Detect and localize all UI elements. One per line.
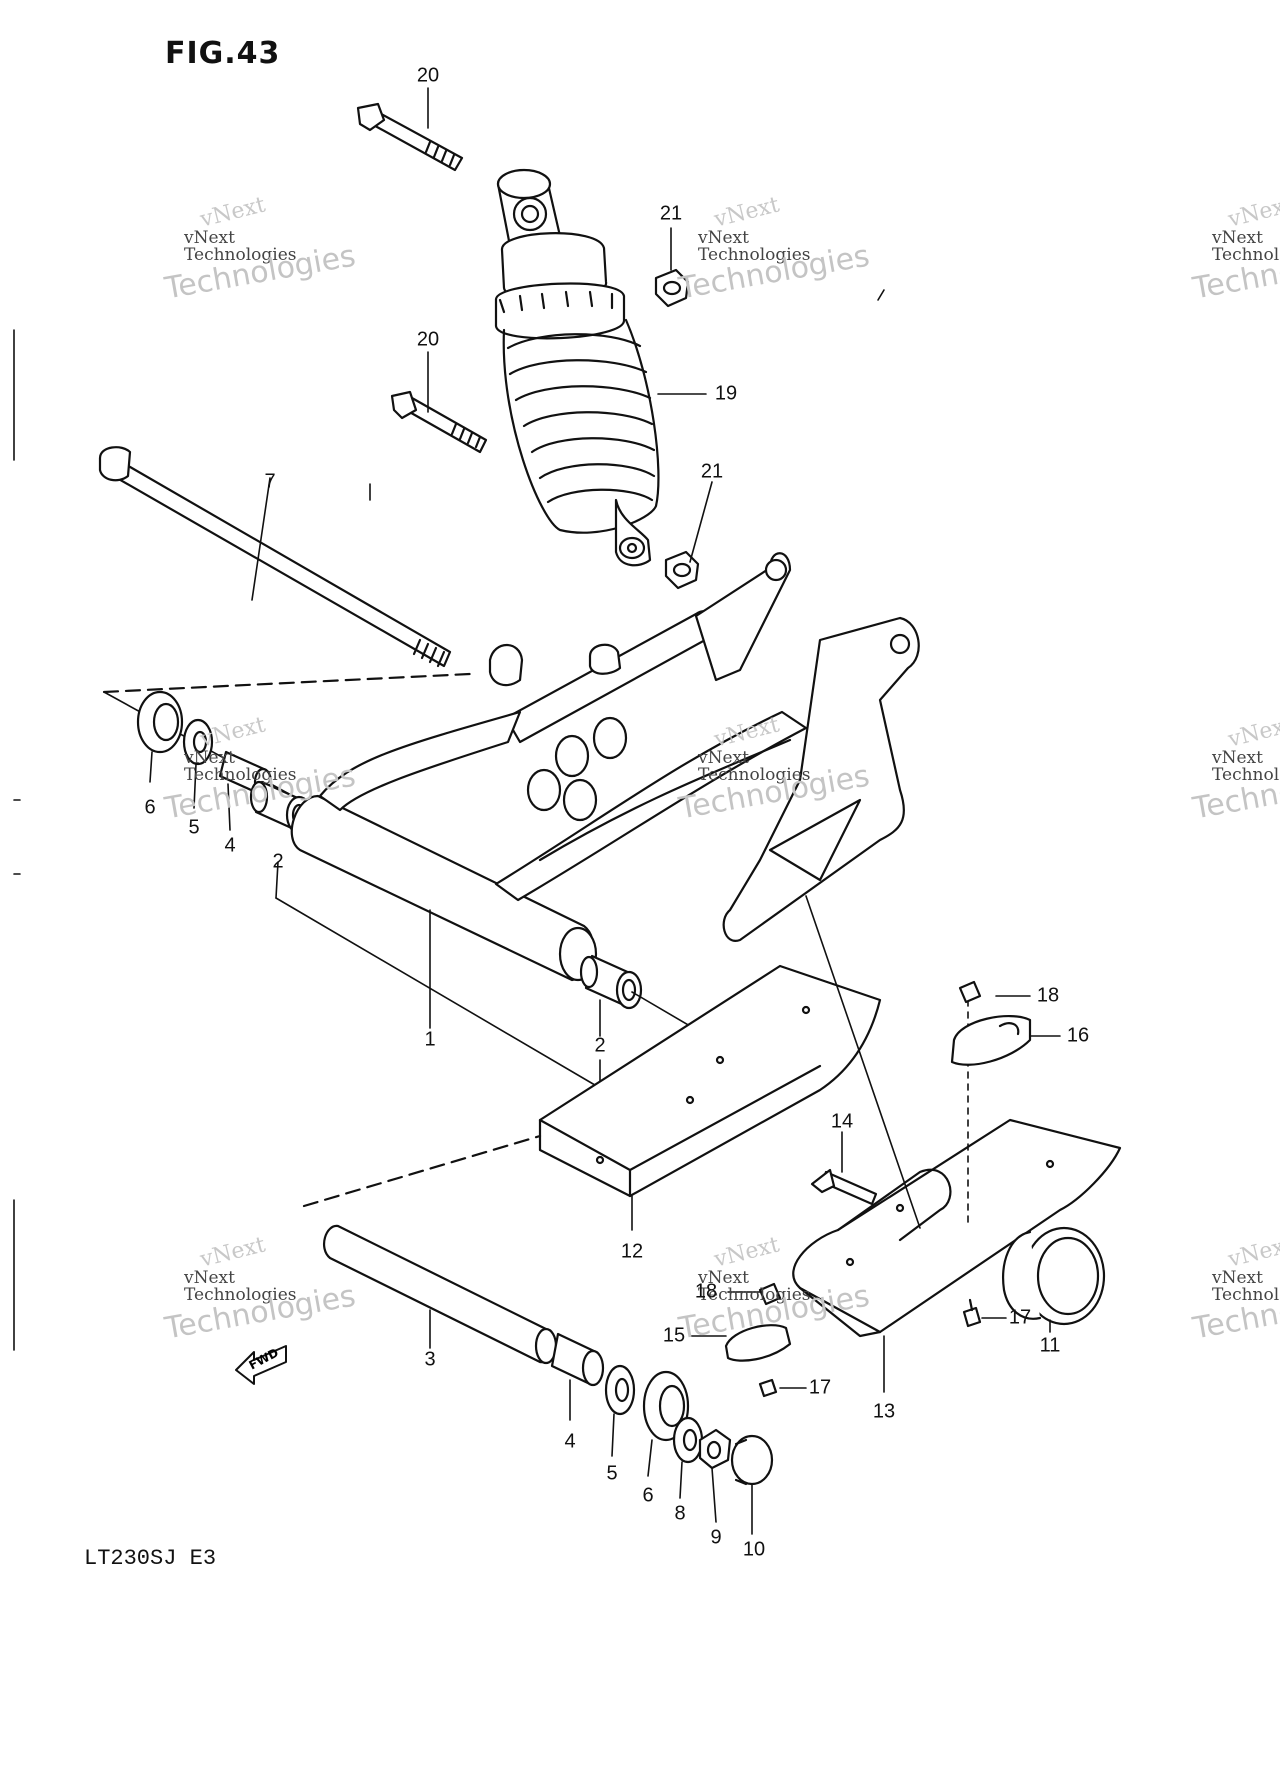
nut-21-upper xyxy=(654,268,690,308)
callout-1: 1 xyxy=(424,1028,436,1051)
drum-cover-11 xyxy=(1002,1226,1106,1326)
callout-3: 3 xyxy=(424,1348,436,1371)
holder-16 xyxy=(950,1015,1032,1066)
clip-18-upper xyxy=(958,980,982,1004)
washer-8 xyxy=(672,1416,704,1464)
nut-21-lower xyxy=(664,550,700,590)
shaft-3 xyxy=(322,1224,558,1365)
bearing-2-right xyxy=(579,954,643,1010)
cap-10 xyxy=(730,1434,774,1486)
skid-plate-12 xyxy=(538,964,882,1198)
callout-7: 7 xyxy=(264,470,276,493)
callout-4-left: 4 xyxy=(224,834,236,857)
nut-9 xyxy=(698,1428,732,1470)
callout-15: 15 xyxy=(662,1324,686,1347)
model-code-label: LT230SJ E3 xyxy=(84,1546,217,1571)
callout-4-lower: 4 xyxy=(564,1430,576,1453)
callout-2-right: 2 xyxy=(594,1034,606,1057)
callout-19: 19 xyxy=(714,382,738,405)
shock-absorber-19 xyxy=(494,168,660,567)
callout-8: 8 xyxy=(674,1502,686,1525)
callout-17-left: 17 xyxy=(808,1376,832,1399)
callout-leaders xyxy=(149,87,1061,1535)
leader-line-13 xyxy=(805,895,921,1229)
holder-15 xyxy=(724,1324,792,1362)
chain-guard-13 xyxy=(792,1118,1122,1338)
callout-5-lower: 5 xyxy=(606,1462,618,1485)
seal-6-left xyxy=(136,690,184,754)
washer-5-left xyxy=(182,718,214,766)
callout-16: 16 xyxy=(1066,1024,1090,1047)
fwd-arrow-icon xyxy=(235,1345,287,1385)
callout-20-upper: 20 xyxy=(416,64,440,87)
swing-arm-1 xyxy=(290,552,920,982)
callout-21-lower: 21 xyxy=(700,460,724,483)
callout-13: 13 xyxy=(872,1400,896,1423)
callout-17-right: 17 xyxy=(1008,1306,1032,1329)
callout-12: 12 xyxy=(620,1240,644,1263)
callout-20-lower: 20 xyxy=(416,328,440,351)
margin-marks xyxy=(13,289,885,1351)
callout-18-lower: 18 xyxy=(694,1280,718,1303)
leader-line-1 xyxy=(275,897,601,1089)
callout-11: 11 xyxy=(1039,1334,1061,1357)
bolt-20-lower xyxy=(390,390,488,454)
screw-17-right xyxy=(962,1298,982,1328)
callout-18-upper: 18 xyxy=(1036,984,1060,1007)
callout-10: 10 xyxy=(742,1538,766,1561)
callout-9: 9 xyxy=(710,1526,722,1549)
clip-18-lower xyxy=(758,1282,782,1306)
figure-title: FIG.43 xyxy=(165,36,281,71)
callout-14: 14 xyxy=(830,1110,854,1133)
pivot-bolt-7 xyxy=(98,446,452,668)
screw-17-left xyxy=(758,1378,778,1398)
collar-6-lower xyxy=(642,1370,690,1442)
bolt-14 xyxy=(810,1168,878,1206)
bolt-20-upper xyxy=(356,102,464,172)
callout-6-left: 6 xyxy=(144,796,156,819)
axis-line-lower xyxy=(302,1134,542,1208)
callout-21-upper: 21 xyxy=(659,202,683,225)
axis-line-upper xyxy=(102,672,472,694)
spacer-4-lower xyxy=(550,1332,605,1387)
callout-2-left: 2 xyxy=(272,850,284,873)
washer-5-lower xyxy=(604,1364,636,1416)
callout-5-left: 5 xyxy=(188,816,200,839)
callout-6-lower: 6 xyxy=(642,1484,654,1507)
